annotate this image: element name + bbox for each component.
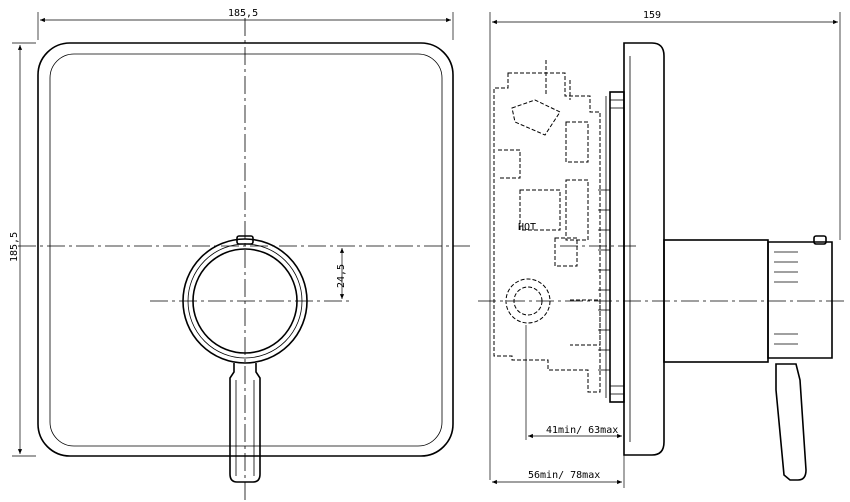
front-plate-inner (49, 53, 443, 447)
dimension-range-small: 41min/ 63max (525, 325, 622, 440)
dimension-height: 185,5 (9, 42, 36, 457)
height-label: 185,5 (9, 232, 20, 262)
dimension-range-large: 56min/ 78max (492, 455, 625, 488)
depth-label: 159 (643, 10, 661, 21)
side-view: 159 (478, 10, 848, 488)
lever-side (775, 363, 807, 481)
dimension-depth: 159 (489, 10, 841, 480)
lever-handle (229, 363, 261, 483)
side-plate (623, 42, 665, 456)
knob-top-nub (236, 235, 254, 245)
range-large-label: 56min/ 78max (528, 470, 600, 481)
offset-label: 24,5 (336, 264, 347, 288)
hot-label: HOT (518, 222, 536, 233)
knob-inner-ring (192, 248, 298, 354)
front-plate-outer (37, 42, 454, 457)
width-label: 185,5 (228, 8, 258, 19)
dimension-width: 185,5 (37, 8, 454, 40)
valve-body-hidden: HOT (493, 60, 610, 393)
threaded-sleeve (605, 91, 625, 403)
front-view: 185,5 185,5 24,5 (9, 8, 470, 500)
knob-side (767, 235, 833, 359)
range-small-label: 41min/ 63max (546, 425, 618, 436)
knob-outer-ring (182, 238, 308, 364)
dimension-offset: 24,5 (336, 248, 347, 299)
